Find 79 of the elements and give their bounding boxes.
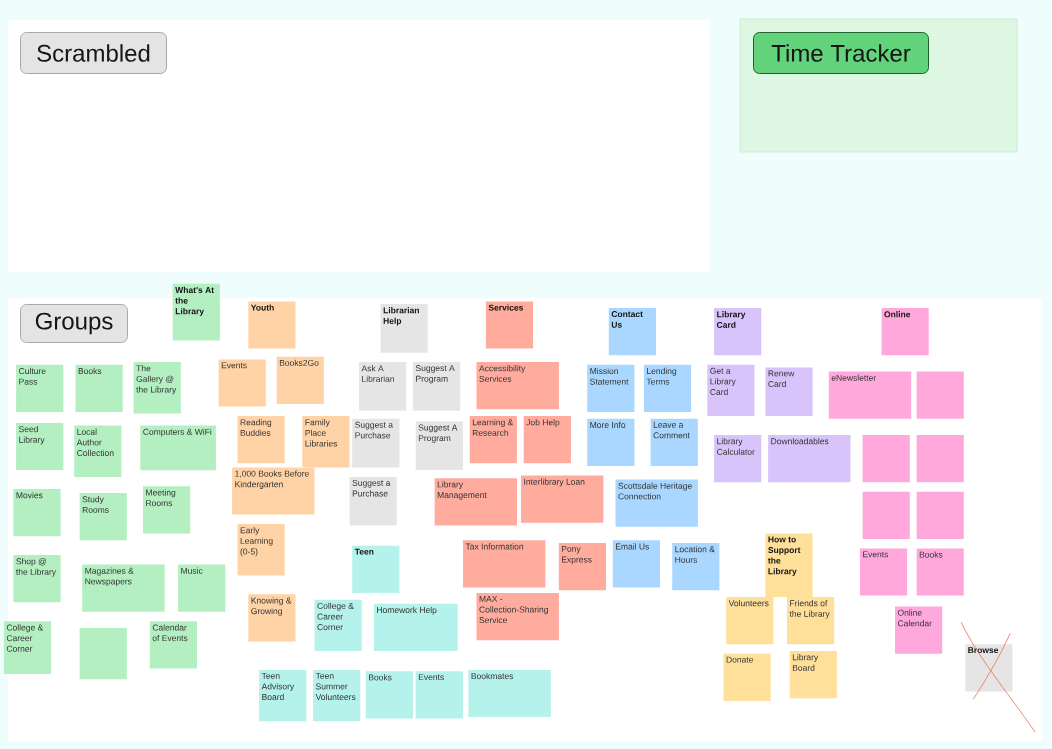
sticky-note: Suggest A Program [415, 421, 463, 471]
sticky-note: Study Rooms [79, 493, 127, 541]
sticky-note: Librarian Help [380, 304, 428, 353]
sticky-note: Donate [723, 653, 771, 701]
sticky-note: Computers & WiFi [140, 425, 216, 471]
sticky-note: Teen Summer Volunteers [313, 669, 361, 722]
sticky-note: The Gallery @ the Library [133, 362, 181, 414]
title-badge: Time Tracker [753, 32, 929, 74]
sticky-note: MAX - Collection-Sharing Service [476, 593, 559, 641]
sticky-note: Mission Statement [587, 364, 635, 412]
sticky-note: eNewsletter [828, 371, 912, 419]
sticky-note: What's At the Library [172, 283, 220, 341]
sticky-note: Renew Card [765, 367, 813, 417]
sticky-note: Seed Library [16, 422, 64, 471]
sticky-note: Library Management [434, 478, 517, 526]
sticky-note: College & Career Corner [314, 599, 362, 651]
sticky-note: More Info [587, 418, 635, 466]
sticky-note: Get a Library Card [707, 364, 755, 417]
sticky-note: Suggest A Program [413, 362, 461, 411]
sticky-note: Music [178, 564, 226, 612]
sticky-note: Online Calendar [895, 606, 943, 654]
sticky-note: Reading Buddies [237, 416, 285, 464]
sticky-note: Pony Express [558, 543, 606, 591]
sticky-note: Teen Advisory Board [259, 669, 307, 722]
sticky-note: Early Learning (0-5) [237, 524, 285, 576]
sticky-note: Ask A Librarian [359, 362, 407, 411]
sticky-note: Youth [248, 301, 296, 349]
sticky-note: Lending Terms [643, 364, 692, 412]
sticky-note: Calendar of Events [149, 621, 197, 669]
sticky-note: Events [859, 548, 908, 596]
sticky-note: 1,000 Books Before Kindergarten [232, 467, 315, 515]
sticky-note: Magazines & Newspapers [82, 564, 165, 612]
sticky-note: Family Place Libraries [302, 416, 350, 468]
sticky-note [862, 491, 910, 539]
sticky-note: Bookmates [468, 669, 551, 718]
sticky-note: Meeting Rooms [143, 486, 191, 534]
sticky-note: Browse [965, 644, 1013, 692]
sticky-note: Friends of the Library [787, 597, 835, 645]
sticky-note: Events [218, 359, 266, 407]
sticky-note: Learning & Research [469, 416, 517, 464]
sticky-note: How to Support the Library [765, 533, 813, 597]
sticky-note [916, 491, 964, 539]
sticky-note: Accessibility Services [476, 362, 559, 410]
sticky-note: Shop @ the Library [13, 555, 61, 603]
sticky-note: Online [881, 308, 929, 356]
sticky-note: Knowing & Growing [248, 594, 296, 642]
sticky-note: Culture Pass [16, 364, 64, 412]
sticky-note: Services [485, 301, 534, 349]
sticky-note: Library Board [789, 651, 837, 699]
sticky-note: Volunteers [726, 597, 774, 645]
sticky-note: Homework Help [373, 603, 458, 651]
sticky-note: Teen [352, 545, 400, 593]
sticky-note: Movies [13, 489, 61, 537]
sticky-note: Interlibrary Loan [521, 475, 604, 523]
sticky-note: Scottsdale Heritage Connection [615, 479, 698, 527]
sticky-note: Downloadables [768, 435, 851, 483]
sticky-note: Books [365, 671, 413, 719]
sticky-note: Suggest a Purchase [352, 418, 400, 468]
sticky-note [916, 371, 964, 419]
sticky-note: College & Career Corner [3, 621, 52, 674]
title-badge: Groups [20, 304, 128, 343]
sticky-note: Leave a Comment [650, 418, 698, 466]
sticky-note [79, 628, 127, 680]
sticky-note: Email Us [612, 540, 660, 588]
sticky-note: Books [75, 364, 123, 412]
sticky-note: Events [415, 671, 463, 719]
sticky-note: Location & Hours [672, 543, 720, 591]
title-badge: Scrambled [20, 32, 167, 74]
sticky-note: Books [916, 548, 964, 596]
sticky-note: Books2Go [276, 356, 324, 404]
sticky-note: Contact Us [608, 308, 656, 356]
sticky-note [916, 435, 964, 483]
sticky-note: Local Author Collection [74, 425, 122, 477]
sticky-note: Job Help [523, 416, 571, 464]
sticky-note: Tax Information [463, 540, 546, 588]
sticky-note [862, 435, 910, 483]
sticky-note: Suggest a Purchase [349, 476, 397, 526]
sticky-note: Library Card [714, 308, 762, 356]
sticky-note: Library Calculator [714, 435, 762, 483]
